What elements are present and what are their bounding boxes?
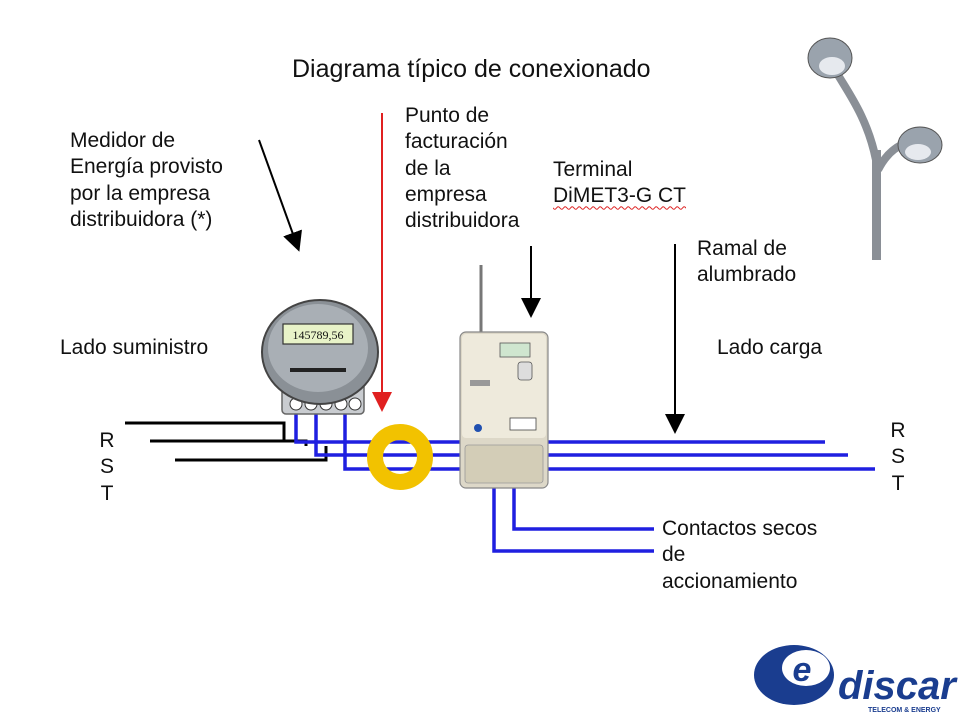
- meter-display-reading: 145789,56: [293, 328, 344, 342]
- street-lamp-image: [807, 37, 943, 260]
- discar-logo: e: [754, 645, 834, 705]
- phase-label-s: S: [890, 445, 905, 469]
- dry-contacts-label-line: Contactos secos: [662, 517, 818, 540]
- energy-meter: [261, 299, 379, 415]
- supply-side-label: Lado suministro: [60, 336, 209, 359]
- phase-label-t: T: [891, 471, 905, 495]
- load-side-label: Lado carga: [717, 336, 823, 359]
- terminal-label: Terminal DiMET3-G CT: [553, 157, 686, 210]
- medidor-label-line: distribuidora (*): [70, 207, 213, 231]
- phase-label-t: T: [100, 481, 114, 505]
- billing-point-label-line: empresa: [405, 182, 487, 206]
- ramal-label-line: alumbrado: [697, 263, 797, 287]
- phase-label-s: S: [99, 455, 114, 479]
- billing-point-label: Punto de facturación de la empresa distr…: [405, 103, 519, 234]
- discar-logo-tagline: TELECOM & ENERGY: [868, 707, 941, 714]
- medidor-label-line: Energía provisto: [70, 155, 223, 179]
- phase-label-r: R: [890, 419, 906, 442]
- dry-contacts-label-line: de: [662, 543, 686, 567]
- billing-point-label-line: facturación: [405, 130, 508, 154]
- billing-point-label-line: distribuidora: [405, 209, 520, 232]
- dry-contacts-label: Contactos secos de accionamiento: [662, 516, 817, 595]
- medidor-label-line: por la empresa: [70, 181, 211, 205]
- dimet-terminal-device: [459, 265, 549, 489]
- ramal-label-line: Ramal de: [697, 237, 787, 260]
- ramal-label: Ramal de alumbrado: [697, 236, 796, 289]
- diagram-title: Diagrama típico de conexionado: [292, 55, 651, 83]
- phase-labels-left: R S T: [98, 428, 116, 507]
- dry-contacts-label-line: accionamiento: [662, 569, 798, 593]
- medidor-label-line: Medidor de: [70, 129, 176, 152]
- terminal-label-line: Terminal: [553, 158, 633, 181]
- medidor-arrow: [258, 139, 302, 252]
- phase-labels-right: R S T: [889, 418, 907, 497]
- billing-point-label-line: Punto de: [405, 104, 490, 127]
- discar-logo-text: discar: [838, 664, 958, 708]
- current-transformer-ring: [367, 424, 433, 490]
- billing-point-label-line: de la: [405, 156, 451, 180]
- medidor-label: Medidor de Energía provisto por la empre…: [70, 128, 223, 233]
- svg-text:e: e: [793, 651, 812, 689]
- phase-label-r: R: [99, 429, 115, 452]
- terminal-model-label: DiMET3-G CT: [553, 184, 686, 208]
